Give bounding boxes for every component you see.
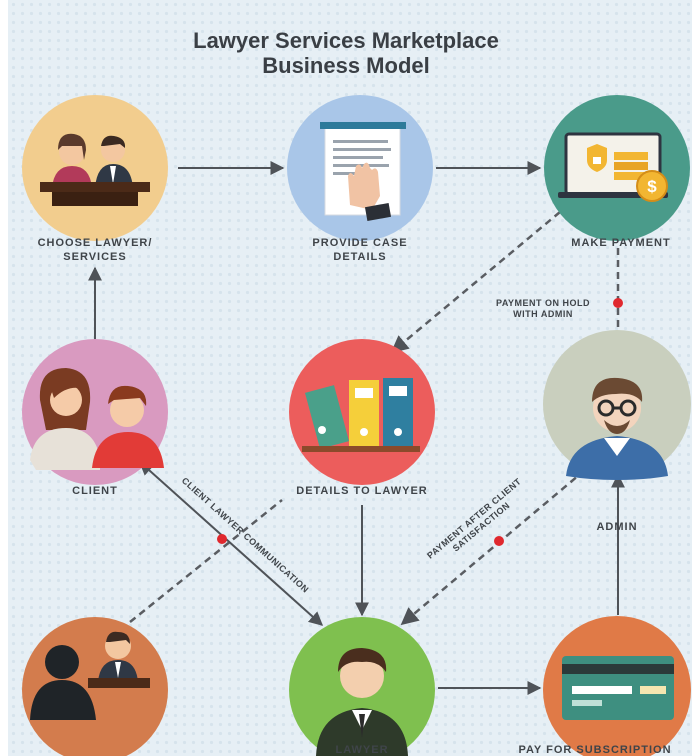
lawyers-at-desk-icon: [22, 95, 168, 241]
label-payment: MAKE PAYMENT: [571, 237, 671, 249]
diagram-title-line1: Lawyer Services Marketplace: [193, 28, 499, 53]
label-provide: PROVIDE CASE DETAILS: [282, 236, 438, 264]
label-subscription: PAY FOR SUBSCRIPTION: [518, 744, 672, 756]
label-choose-line2: SERVICES: [63, 251, 127, 263]
label-client: CLIENT: [72, 485, 118, 497]
label-admin: ADMIN: [596, 521, 638, 533]
label-lawyer: LAWYER: [335, 744, 389, 756]
document-hand-icon: [287, 95, 433, 241]
label-choose-line1: CHOOSE LAWYER/: [37, 237, 153, 249]
marker-payment-after: [494, 536, 504, 546]
consultation-icon: [22, 617, 168, 756]
dashed-consult-to-client: [129, 499, 283, 623]
credit-card-icon: [543, 616, 691, 756]
dashed-payment-to-details: [390, 211, 561, 354]
page-border: [0, 0, 8, 756]
annotation-payment-hold-line2: WITH ADMIN: [513, 309, 573, 319]
marker-consult-line: [217, 534, 227, 544]
diagram-title-line2: Business Model: [262, 53, 430, 78]
laptop-payment-icon: $: [544, 95, 690, 241]
admin-man-icon: [543, 330, 691, 480]
marker-payment-hold: [613, 298, 623, 308]
svg-text:$: $: [647, 177, 657, 196]
arrow-client-lawyer-communication: [138, 461, 324, 626]
binders-icon: [289, 339, 435, 485]
label-provide-line2: DETAILS: [333, 251, 387, 263]
connectors: [88, 161, 627, 695]
label-choose: CHOOSE LAWYER/ SERVICES: [15, 236, 175, 264]
lawyer-man-icon: [289, 617, 435, 756]
client-couple-icon: [22, 339, 168, 485]
label-provide-line1: PROVIDE CASE: [312, 237, 408, 249]
dashed-admin-to-lawyer: [400, 469, 586, 626]
annotation-payment-hold-line1: PAYMENT ON HOLD: [495, 298, 590, 308]
annotation-payment-hold: PAYMENT ON HOLD WITH ADMIN: [478, 298, 608, 320]
label-details: DETAILS TO LAWYER: [296, 485, 428, 497]
